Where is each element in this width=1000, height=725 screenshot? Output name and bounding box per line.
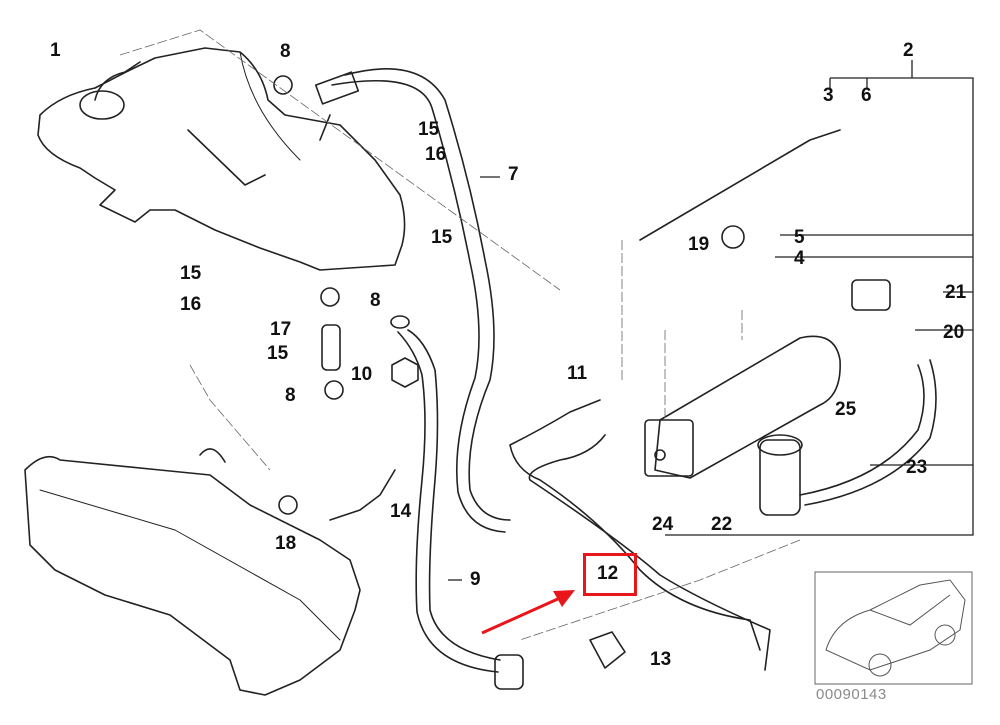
part-22-charcoal-canister [644, 335, 841, 479]
part-9-hose [390, 315, 524, 690]
label-part-1: 1 [50, 40, 61, 61]
label-part-12[interactable]: 12 [597, 563, 619, 584]
part-18-clamp [278, 495, 298, 515]
label-part-21: 21 [945, 282, 967, 303]
label-part-11: 11 [567, 363, 588, 384]
label-part-8-mid: 8 [370, 290, 381, 311]
label-part-15-a: 15 [418, 119, 440, 140]
diagram-number: 00090143 [816, 686, 887, 703]
label-part-5: 5 [794, 227, 805, 248]
part-1-expansion-tank [37, 47, 406, 271]
part-8-clamp [320, 287, 340, 307]
label-part-23: 23 [906, 457, 928, 478]
label-part-2: 2 [903, 40, 914, 61]
highlight-arrow [481, 590, 575, 635]
label-part-8-low: 8 [285, 385, 296, 406]
main-fuel-tank [24, 448, 361, 696]
label-part-13: 13 [650, 649, 672, 670]
part-10-nut [391, 357, 419, 388]
label-part-24: 24 [652, 514, 674, 535]
label-part-22: 22 [711, 514, 733, 535]
label-part-25: 25 [835, 399, 857, 420]
label-part-6: 6 [861, 85, 872, 106]
label-part-9: 9 [470, 569, 481, 590]
label-part-16-a: 16 [425, 144, 447, 165]
label-part-20: 20 [943, 322, 965, 343]
label-part-19: 19 [688, 234, 710, 255]
label-part-17: 17 [270, 319, 292, 340]
part-17-hose [321, 324, 341, 371]
part-8-clamp [324, 380, 344, 400]
label-part-10: 10 [351, 364, 373, 385]
part-3-line [639, 129, 841, 241]
part-12-fuel-line [509, 399, 771, 671]
highlight-box-part-12 [583, 553, 637, 596]
vehicle-inset [814, 571, 973, 685]
part-14-pipe [329, 469, 396, 521]
label-part-7: 7 [508, 164, 519, 185]
part-20-valve [851, 279, 891, 311]
label-part-15-d: 15 [267, 343, 289, 364]
label-part-14: 14 [390, 501, 412, 522]
part-13-holder [589, 631, 626, 669]
label-part-3: 3 [823, 85, 834, 106]
label-part-15-b: 15 [431, 227, 453, 248]
label-part-4: 4 [794, 248, 805, 269]
label-part-8-top: 8 [280, 41, 291, 62]
part-23-filter [757, 359, 937, 516]
label-part-15-c: 15 [180, 263, 202, 284]
label-part-16-b: 16 [180, 294, 202, 315]
part-8-clamp [273, 75, 293, 95]
part-19-bolt-head [721, 225, 745, 249]
part-7-hose [314, 68, 511, 533]
label-part-18: 18 [275, 533, 297, 554]
